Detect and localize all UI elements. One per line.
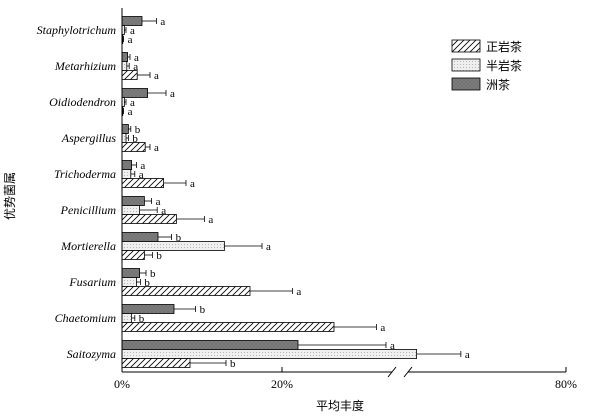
bar-dark (121, 124, 129, 134)
significance-label: a (134, 52, 139, 64)
legend-swatch (451, 39, 481, 53)
bar-dark (121, 160, 132, 170)
significance-label: a (128, 34, 133, 46)
category-label: Oidiodendron (49, 95, 116, 109)
bar-hatch (121, 322, 335, 332)
legend-swatch (451, 58, 481, 72)
significance-label: b (135, 124, 141, 136)
bar-hatch (121, 70, 138, 80)
axes-layer: StaphylotrichumMetarhiziumOidiodendronAs… (37, 8, 577, 391)
bar-hatch (121, 178, 164, 188)
category-label: Saitozyma (67, 347, 116, 361)
significance-label: a (140, 160, 145, 172)
significance-label: a (133, 61, 138, 73)
significance-label: a (296, 286, 301, 298)
significance-label: b (156, 250, 162, 262)
significance-label: a (154, 142, 159, 154)
significance-label: a (465, 349, 470, 361)
significance-label: a (156, 196, 161, 208)
significance-label: a (130, 97, 135, 109)
bar-dark (121, 304, 175, 314)
axis-break-mark (403, 366, 413, 378)
bar-dots (121, 205, 141, 215)
category-label: Fusarium (68, 275, 116, 289)
significance-label: b (139, 313, 145, 325)
significance-label: a (160, 16, 165, 28)
axis-break-mark (387, 366, 397, 378)
significance-label: b (132, 133, 138, 145)
bar-dots (121, 169, 132, 179)
significance-label: b (150, 268, 156, 280)
significance-label: a (139, 169, 144, 181)
significance-label: a (154, 70, 159, 82)
category-label: Penicillium (60, 203, 117, 217)
bar-dots (121, 61, 128, 71)
category-label: Metarhizium (54, 59, 116, 73)
significance-label: a (128, 106, 133, 118)
bar-hatch (121, 358, 191, 368)
category-label: Staphylotrichum (37, 23, 117, 37)
significance-label: a (380, 322, 385, 334)
category-label: Aspergillus (61, 131, 117, 145)
bar-dark (121, 232, 159, 242)
significance-label: b (230, 358, 236, 370)
significance-label: a (266, 241, 271, 253)
x-tick-label: 0% (114, 377, 130, 391)
significance-label: a (208, 214, 213, 226)
bar-hatch (121, 214, 177, 224)
category-label: Mortierella (60, 239, 116, 253)
significance-label: a (170, 88, 175, 100)
significance-label: a (130, 25, 135, 37)
bar-hatch (121, 142, 146, 152)
bar-dark (121, 268, 141, 278)
x-tick-label: 80% (555, 377, 577, 391)
bar-dots (121, 241, 225, 251)
bar-dark (121, 52, 128, 62)
category-label: Chaetomium (55, 311, 117, 325)
legend-swatch (451, 77, 481, 91)
legend-label: 半岩茶 (486, 58, 522, 73)
legend-label: 正岩茶 (486, 39, 522, 54)
category-label: Trichoderma (54, 167, 116, 181)
y-axis-title: 优势菌属 (3, 172, 17, 220)
bar-dark (121, 196, 145, 206)
significance-label: a (390, 340, 395, 352)
legend-label: 洲茶 (486, 77, 510, 92)
significance-label: b (144, 277, 150, 289)
bar-dots (121, 133, 127, 143)
bar-dots (121, 349, 418, 359)
significance-label: a (190, 178, 195, 190)
x-tick-label: 20% (271, 377, 293, 391)
significance-label: b (176, 232, 182, 244)
bar-hatch (121, 250, 145, 260)
bar-dots (121, 313, 132, 323)
x-axis-title: 平均丰度 (316, 398, 364, 413)
bar-hatch (121, 286, 251, 296)
bar-dots (121, 277, 137, 287)
bar-dark (121, 340, 299, 350)
significance-label: a (161, 205, 166, 217)
significance-label: b (200, 304, 206, 316)
